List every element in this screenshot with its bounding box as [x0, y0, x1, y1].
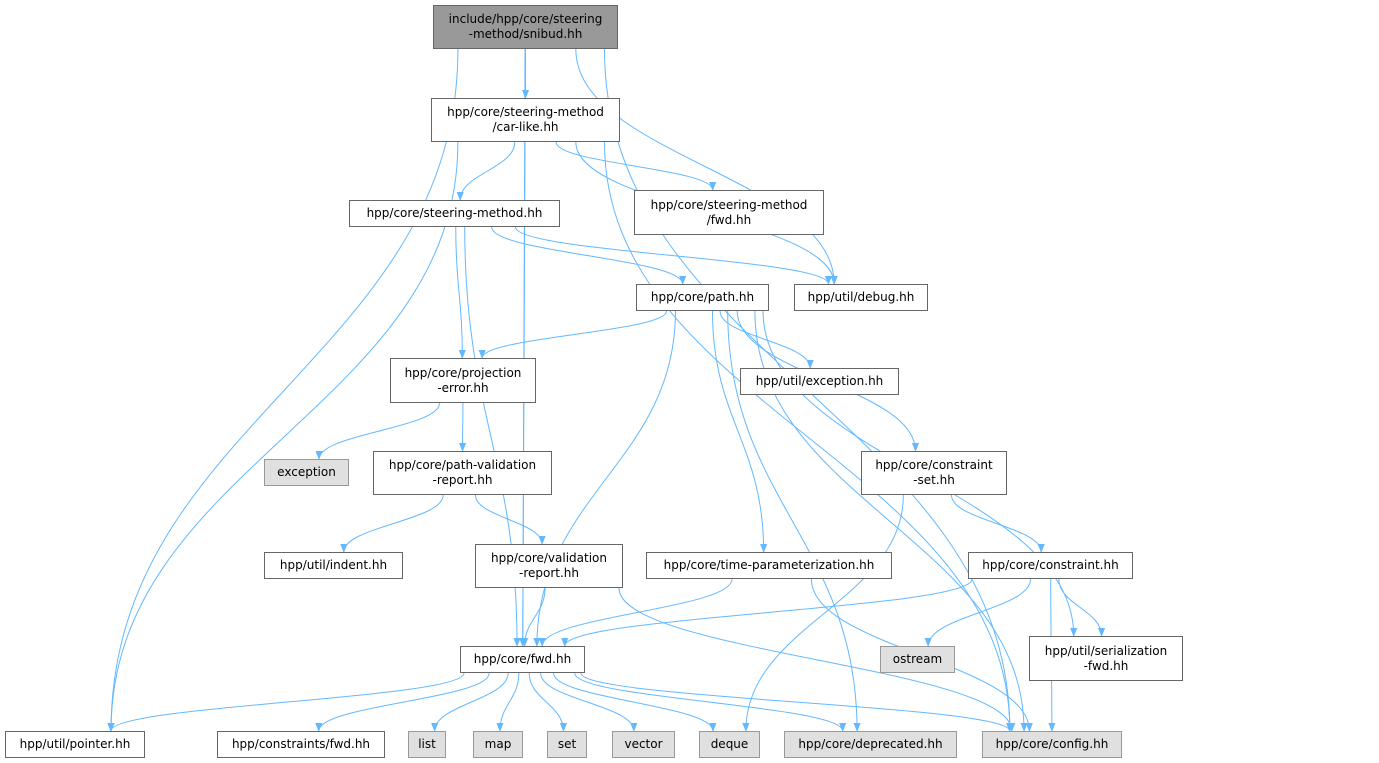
- node-path[interactable]: hpp/core/path.hh: [636, 284, 769, 311]
- node-tp[interactable]: hpp/core/time-parameterization.hh: [646, 552, 892, 579]
- node-smfwd[interactable]: hpp/core/steering-method /fwd.hh: [634, 190, 824, 235]
- node-vector: vector: [612, 731, 675, 758]
- edge-constraint-to-ostream: [924, 578, 1032, 647]
- edge-carlike-to-config: [603, 141, 1014, 732]
- node-proj[interactable]: hpp/core/projection -error.hh: [390, 358, 536, 403]
- node-indent[interactable]: hpp/util/indent.hh: [264, 552, 403, 579]
- edge-root-to-pointer: [107, 48, 459, 732]
- edge-pvr-to-indent: [340, 494, 444, 553]
- node-exception: exception: [264, 459, 349, 486]
- node-fwd[interactable]: hpp/core/fwd.hh: [460, 646, 585, 673]
- edge-path-to-deprecated: [727, 310, 861, 732]
- edge-carlike-to-pointer: [107, 141, 459, 732]
- node-sm[interactable]: hpp/core/steering-method.hh: [349, 200, 560, 227]
- node-serial[interactable]: hpp/util/serialization -fwd.hh: [1029, 636, 1183, 681]
- edge-sm-to-path: [491, 226, 687, 285]
- edge-sm-to-proj: [455, 226, 466, 359]
- node-pointer[interactable]: hpp/util/pointer.hh: [5, 731, 145, 758]
- node-deque: deque: [699, 731, 760, 758]
- edge-carlike-to-smfwd: [555, 141, 717, 191]
- edge-fwd-to-deprecated: [574, 672, 847, 732]
- edge-fwd-to-pointer: [107, 672, 465, 732]
- node-utilexc[interactable]: hpp/util/exception.hh: [740, 368, 899, 395]
- node-cfwd[interactable]: hpp/constraints/fwd.hh: [217, 731, 385, 758]
- node-debug[interactable]: hpp/util/debug.hh: [794, 284, 928, 311]
- edge-fwd-to-cfwd: [315, 672, 490, 732]
- node-vr[interactable]: hpp/core/validation -report.hh: [475, 544, 623, 588]
- edge-path-to-proj: [478, 310, 668, 359]
- node-config: hpp/core/config.hh: [982, 731, 1122, 758]
- node-carlike[interactable]: hpp/core/steering-method /car-like.hh: [431, 98, 620, 142]
- node-constraint[interactable]: hpp/core/constraint.hh: [968, 552, 1133, 579]
- edge-cset-to-deque: [742, 494, 904, 732]
- node-list: list: [408, 731, 446, 758]
- edge-constraint-to-serial: [1058, 578, 1106, 637]
- node-pvr[interactable]: hpp/core/path-validation -report.hh: [373, 451, 552, 495]
- edge-fwd-to-vector: [540, 672, 638, 732]
- node-set: set: [547, 731, 587, 758]
- edge-sm-to-debug: [514, 226, 832, 285]
- edge-path-to-tp: [711, 310, 768, 553]
- edge-pvr-to-vr: [474, 494, 546, 545]
- node-cset[interactable]: hpp/core/constraint -set.hh: [861, 451, 1007, 495]
- edge-fwd-to-set: [528, 672, 568, 732]
- edge-root-to-debug: [575, 48, 838, 285]
- node-ostream: ostream: [880, 646, 955, 673]
- edge-constraint-to-fwd: [561, 578, 973, 647]
- edge-fwd-to-deque: [553, 672, 717, 732]
- edge-tp-to-fwd: [538, 578, 733, 647]
- edge-fwd-to-config: [580, 672, 1014, 732]
- node-root[interactable]: include/hpp/core/steering -method/snibud…: [433, 5, 618, 49]
- edge-proj-to-exception: [315, 402, 441, 460]
- edge-path-to-fwd: [533, 310, 676, 647]
- edge-path-to-utilexc: [719, 310, 814, 369]
- edge-fwd-to-list: [431, 672, 509, 732]
- edge-fwd-to-map: [496, 672, 520, 732]
- edge-cset-to-constraint: [950, 494, 1045, 553]
- edge-carlike-to-sm: [456, 141, 516, 201]
- node-deprecated: hpp/core/deprecated.hh: [784, 731, 957, 758]
- node-map: map: [473, 731, 523, 758]
- edge-vr-to-fwd: [521, 587, 546, 647]
